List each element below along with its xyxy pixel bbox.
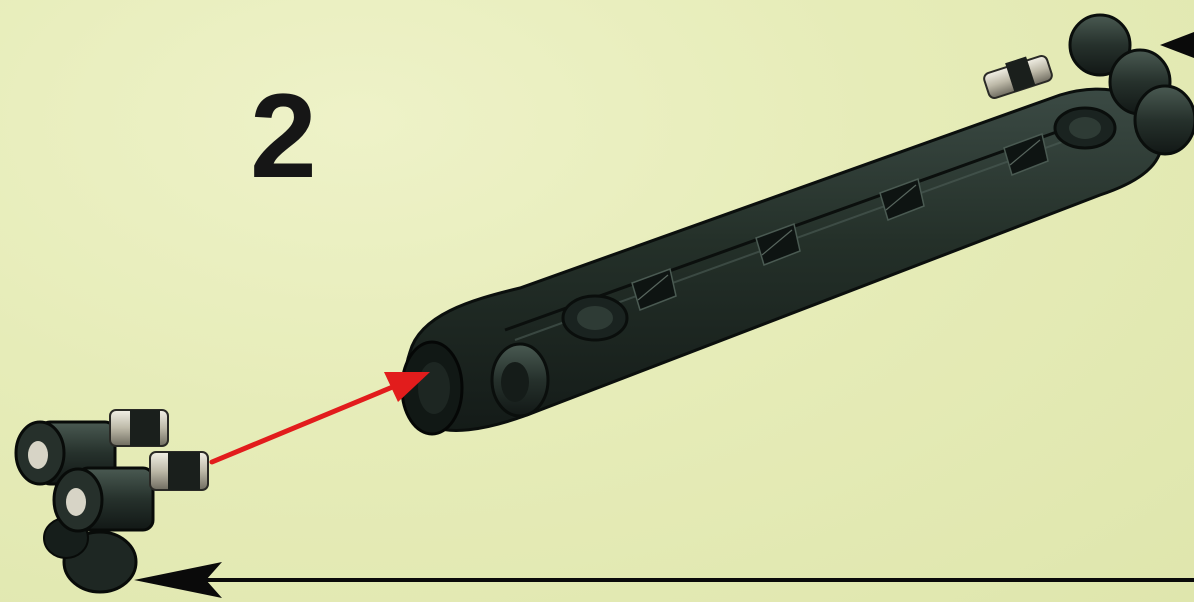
insert-arrow-icon: [212, 372, 430, 462]
liftarm-beam-icon: [402, 15, 1194, 434]
friction-pin-icon: [983, 54, 1054, 99]
wheel-hub-icon: [16, 410, 208, 592]
callout-arrow-icon: [134, 562, 1194, 598]
callout-arrow-icon: [1160, 32, 1194, 58]
